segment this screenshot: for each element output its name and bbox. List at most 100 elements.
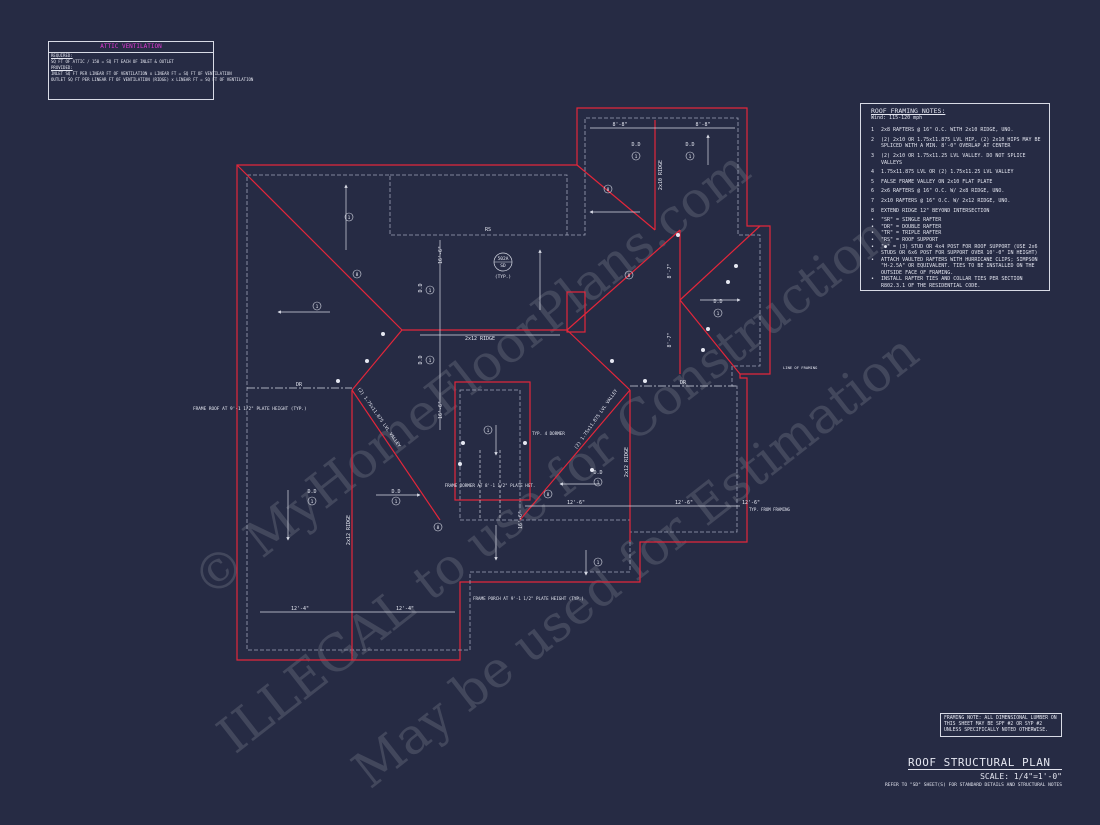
note-text: 2x10 RAFTERS @ 16" O.C. W/ 2x12 RIDGE, U… bbox=[881, 197, 1011, 204]
line-of-framing-callout: LINE OF FRAMING bbox=[783, 365, 818, 370]
post-markers bbox=[336, 233, 738, 472]
note-tag: 1 bbox=[635, 154, 638, 160]
dim-vert-b: 8'-7" bbox=[667, 332, 673, 347]
dim-vert-c: 16'-6" bbox=[438, 246, 444, 264]
legend-text: "RS" = ROOF SUPPORT bbox=[881, 236, 939, 243]
note-text: (2) 2x10 OR 1.75x11.875 LVL HIP, (2) 2x1… bbox=[881, 136, 1041, 150]
slope-label: D.D bbox=[713, 299, 722, 305]
required-line: SQ FT OF ATTIC / 150 = SQ FT EACH OF INL… bbox=[51, 59, 174, 64]
typ-from-framing-callout: TYP. FROM FRAMING bbox=[749, 507, 791, 512]
note-text: (2) 2x10 OR 1.75x11.25 LVL VALLEY. DO NO… bbox=[881, 152, 1026, 166]
frame-dormer-callout: FRAME DORMER AT 8'-1 1/2" PLATE HGT. bbox=[445, 483, 536, 488]
roof-note-item: 3 (2) 2x10 OR 1.75x11.25 LVL VALLEY. DO N… bbox=[871, 153, 1043, 166]
roof-outline bbox=[236, 107, 771, 661]
note-tag: 1 bbox=[429, 288, 432, 294]
slope-label: D.D bbox=[391, 489, 400, 495]
dim-bottom-left-a: 12'-4" bbox=[291, 606, 309, 612]
note-tag: 8 bbox=[437, 525, 440, 531]
framing-note: FRAMING NOTE: ALL DIMENSIONAL LUMBER ON … bbox=[940, 713, 1062, 737]
note-tag: 1 bbox=[395, 499, 398, 505]
ridge-label-center: 2x12 RIDGE bbox=[465, 336, 495, 342]
note-tag: 8 bbox=[628, 273, 631, 279]
inlet-line: INLET SQ FT PER LINEAR FT OF VENTILATION… bbox=[51, 71, 232, 76]
note-tag: 1 bbox=[689, 154, 692, 160]
dim-bottom-left-b: 12'-4" bbox=[396, 606, 414, 612]
note-tag: 8 bbox=[547, 492, 550, 498]
note-tag: 1 bbox=[597, 560, 600, 566]
note-tag: 1 bbox=[348, 215, 351, 221]
legend-bullet: •ATTACH VAULTED RAFTERS WITH HURRICANE C… bbox=[871, 257, 1043, 277]
sheet-scale: SCALE: 1/4"=1'-0" bbox=[980, 772, 1062, 781]
roof-note-item: 5 FALSE FRAME VALLEY ON 2x10 FLAT PLATE bbox=[871, 179, 1043, 186]
dr-label-right: DR bbox=[680, 380, 687, 386]
roof-notes-title: ROOF FRAMING NOTES: bbox=[871, 107, 946, 115]
watermark: © MyHomeFloorPlans.com ILLEGAL to use fo… bbox=[182, 139, 930, 799]
provided-label: PROVIDED: bbox=[51, 65, 73, 70]
sheet-refer-note: REFER TO "SD" SHEET(S) FOR STANDARD DETA… bbox=[884, 783, 1062, 788]
valley-label-right: (2) 1.75x11.875 LVL VALLEY bbox=[573, 388, 619, 451]
section-tag-typ: (TYP.) bbox=[495, 274, 511, 280]
legend-bullet: •"SR" = SINGLE RAFTER bbox=[871, 217, 942, 224]
slope-label: D.D bbox=[418, 355, 424, 364]
legend-bullet: •"DR" = DOUBLE RAFTER bbox=[871, 223, 942, 230]
ridge-label-left: 2x12 RIDGE bbox=[346, 515, 352, 545]
note-number: 2 bbox=[871, 136, 875, 143]
watermark-line1: © MyHomeFloorPlans.com bbox=[182, 139, 761, 609]
note-tag: 1 bbox=[487, 428, 490, 434]
watermark-line2: ILLEGAL to use for Construction bbox=[207, 205, 900, 764]
note-number: 6 bbox=[871, 188, 875, 195]
frame-roof-callout: FRAME ROOF AT 9'-1 1/2" PLATE HEIGHT (TY… bbox=[193, 406, 307, 412]
dim-right-a: 12'-6" bbox=[567, 500, 585, 506]
slope-label: D.D bbox=[685, 142, 694, 148]
note-text: EXTEND RIDGE 12" BEYOND INTERSECTION bbox=[881, 207, 990, 214]
roof-note-item: 2 (2) 2x10 OR 1.75x11.875 LVL HIP, (2) 2x… bbox=[871, 137, 1043, 150]
dim-vert-a: 8'-7" bbox=[667, 263, 673, 278]
legend-bullet: •INSTALL RAFTER TIES AND COLLAR TIES PER… bbox=[871, 276, 1043, 289]
legend-bullet: •"RS" = ROOF SUPPORT bbox=[871, 236, 939, 243]
section-tag-bottom: SD bbox=[500, 263, 506, 269]
note-tag: 1 bbox=[597, 480, 600, 486]
legend-bullet: •"●" = (3) STUD OR 4x4 POST FOR ROOF SUP… bbox=[871, 244, 1043, 257]
legend-bullet: •"TR" = TRIPLE RAFTER bbox=[871, 230, 942, 237]
note-number: 3 bbox=[871, 152, 875, 159]
note-number: 5 bbox=[871, 178, 875, 185]
note-text: 2x6 RAFTERS @ 16" O.C. W/ 2x8 RIDGE, UNO… bbox=[881, 188, 1005, 195]
dim-top-b: 8'-8" bbox=[695, 122, 710, 128]
dim-vert-d: 16'-6" bbox=[438, 401, 444, 419]
note-tag: 1 bbox=[717, 311, 720, 317]
note-text: 1.75x11.875 LVL OR (2) 1.75x11.25 LVL VA… bbox=[881, 169, 1014, 176]
legend-text: "TR" = TRIPLE RAFTER bbox=[881, 230, 942, 237]
slope-label: D.D bbox=[593, 470, 602, 476]
typ-dormer-callout: TYP. 4 DORMER bbox=[532, 431, 565, 436]
roof-note-item: 4 1.75x11.875 LVL OR (2) 1.75x11.25 LVL V… bbox=[871, 169, 1043, 176]
rafter-direction-arrows bbox=[277, 134, 741, 576]
watermark-line3: May be used for Estimation bbox=[342, 323, 930, 800]
section-tag-top: 502A bbox=[498, 256, 509, 262]
valley-label-left: (2) 1.75x11.875 LVL VALLEY bbox=[356, 386, 402, 449]
note-tag: 8 bbox=[356, 272, 359, 278]
wall-lines bbox=[246, 117, 761, 651]
slope-label: D.D bbox=[631, 142, 640, 148]
ridge-label-right: 2x12 RIDGE bbox=[624, 447, 630, 477]
legend-text: "DR" = DOUBLE RAFTER bbox=[881, 223, 942, 230]
roof-notes-list: 1 2x8 RAFTERS @ 16" O.C. WITH 2x10 RIDGE,… bbox=[871, 127, 1043, 214]
required-label: REQUIRED: bbox=[51, 53, 73, 58]
attic-ventilation-table: ATTIC VENTILATION REQUIRED: SQ FT OF ATT… bbox=[48, 41, 253, 100]
note-tag: 1 bbox=[316, 304, 319, 310]
hip-and-valley-lines bbox=[236, 120, 761, 660]
legend-text: ATTACH VAULTED RAFTERS WITH HURRICANE CL… bbox=[881, 256, 1038, 276]
note-text: 2x8 RAFTERS @ 16" O.C. WITH 2x10 RIDGE, … bbox=[881, 127, 1014, 134]
note-text: FALSE FRAME VALLEY ON 2x10 FLAT PLATE bbox=[881, 178, 993, 185]
note-tag: 1 bbox=[311, 499, 314, 505]
note-number: 4 bbox=[871, 169, 875, 176]
roof-note-item: 6 2x6 RAFTERS @ 16" O.C. W/ 2x8 RIDGE, UN… bbox=[871, 188, 1043, 195]
note-number: 1 bbox=[871, 127, 875, 134]
roof-note-item: 1 2x8 RAFTERS @ 16" O.C. WITH 2x10 RIDGE,… bbox=[871, 127, 1043, 134]
ridge-label-top-right: 2x10 RIDGE bbox=[658, 160, 664, 190]
roof-note-item: 8 EXTEND RIDGE 12" BEYOND INTERSECTION bbox=[871, 208, 1043, 215]
dr-label-left: DR bbox=[296, 382, 303, 388]
rs-label: RS bbox=[485, 227, 491, 233]
note-number: 8 bbox=[871, 207, 875, 214]
